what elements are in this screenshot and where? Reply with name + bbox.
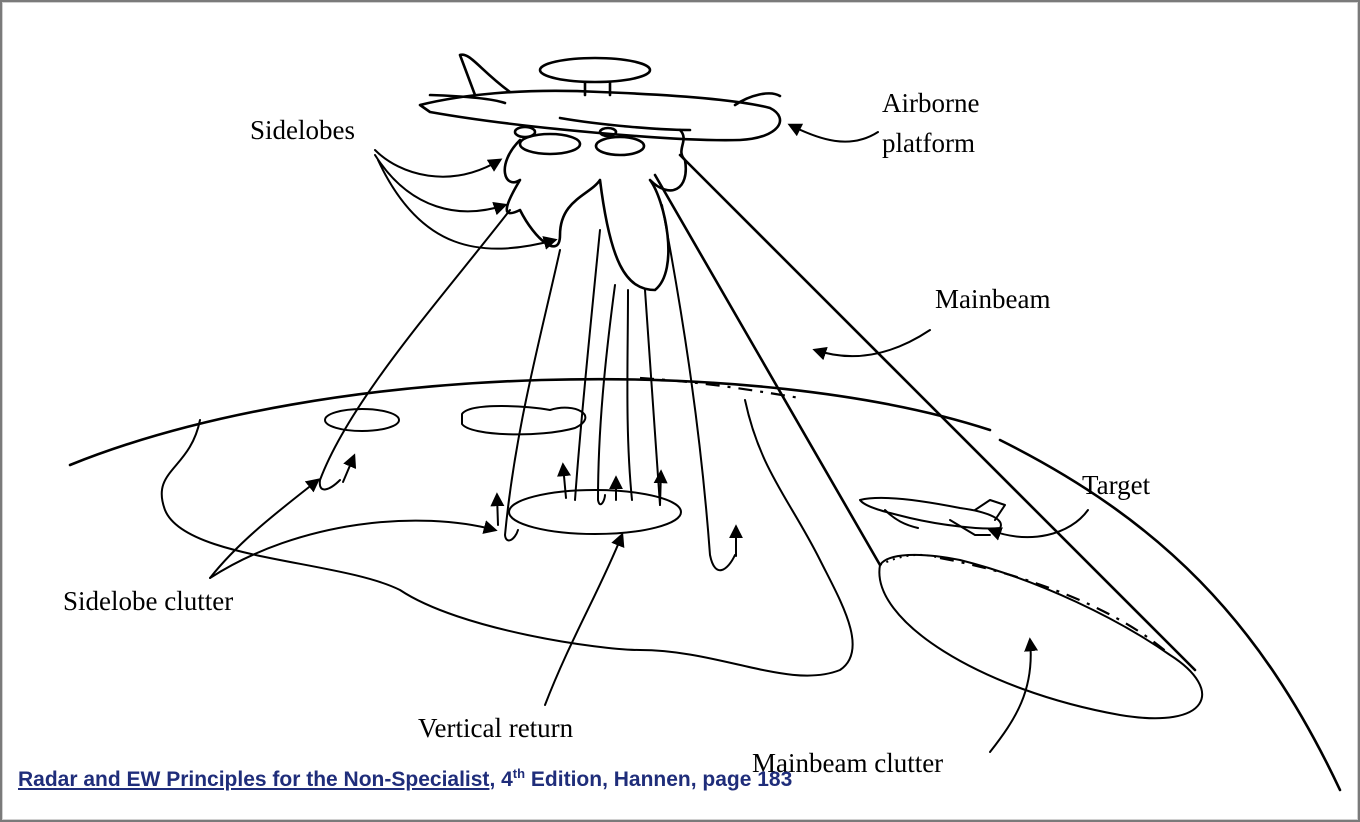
target-aircraft-icon — [860, 498, 1005, 535]
vertical-beam-2 — [598, 285, 615, 504]
leader-sidelobe-clutter-2 — [210, 521, 495, 578]
label-target: Target — [1082, 470, 1151, 500]
edition-superscript: th — [513, 766, 525, 781]
clutter-patch-left — [325, 409, 399, 431]
return-arrow-1 — [343, 456, 354, 482]
label-sidelobes: Sidelobes — [250, 115, 355, 145]
label-airborne-line2: platform — [882, 128, 975, 158]
awacs-aircraft-icon — [420, 55, 780, 155]
source-caption: Radar and EW Principles for the Non-Spec… — [18, 766, 792, 792]
earth-limb — [1000, 440, 1340, 790]
earth-horizon — [70, 379, 990, 465]
vertical-beam-3 — [627, 290, 632, 500]
label-mainbeam: Mainbeam — [935, 284, 1050, 314]
return-arrow-3 — [563, 465, 566, 498]
leader-sidelobe-1 — [375, 150, 500, 177]
vertical-beam-1 — [575, 230, 600, 500]
leader-sidelobe-2 — [375, 155, 505, 211]
mainbeam-clutter-dashed — [940, 558, 1170, 655]
vertical-beam-4 — [645, 290, 660, 505]
leader-airborne-platform — [790, 125, 878, 142]
label-vertical-return: Vertical return — [418, 713, 574, 743]
leader-mainbeam-clutter — [990, 640, 1031, 752]
antenna-lobes — [505, 130, 686, 290]
mainbeam-edge-right — [680, 155, 1195, 670]
vertical-return-ellipse — [509, 490, 681, 534]
label-sidelobe-clutter: Sidelobe clutter — [63, 586, 233, 616]
label-airborne-line1: Airborne — [882, 88, 979, 118]
book-reference-link[interactable]: Radar and EW Principles for the Non-Spec… — [18, 768, 489, 791]
leader-mainbeam — [815, 330, 930, 356]
leader-vertical-return — [545, 535, 622, 705]
mainbeam-clutter-ellipse — [879, 555, 1202, 718]
return-arrow-5 — [660, 472, 661, 505]
sidelobe-beam-right — [662, 205, 735, 570]
sidelobe-beam-left — [320, 210, 510, 489]
return-arrow-2 — [497, 495, 498, 525]
edition-prefix: , 4 — [489, 768, 512, 791]
sidelobe-clutter-area — [162, 400, 853, 676]
caption-rest: Edition, Hannen, page 183 — [525, 768, 792, 791]
